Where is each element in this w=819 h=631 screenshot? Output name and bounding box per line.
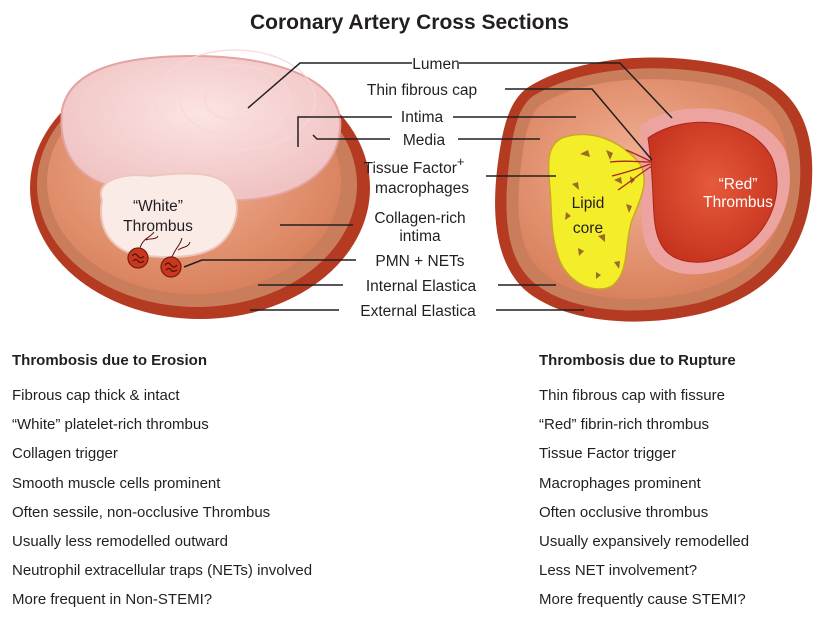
white-thrombus-label-1: “White” [133, 198, 183, 215]
lipid-core-label-1: Lipid [572, 195, 605, 212]
rupture-item: More frequently cause STEMI? [539, 591, 819, 620]
rupture-list: Thin fibrous cap with fissure “Red” fibr… [539, 387, 819, 621]
label-internal-elastica: Internal Elastica [366, 278, 477, 295]
rupture-item: Often occlusive thrombus [539, 504, 819, 533]
erosion-item: Often sessile, non-occlusive Thrombus [12, 504, 512, 533]
red-thrombus-label-1: “Red” [719, 176, 758, 193]
white-thrombus [101, 173, 237, 257]
label-external-elastica: External Elastica [360, 303, 476, 320]
white-thrombus-label-2: Thrombus [123, 218, 193, 235]
rupture-column: Thrombosis due to Rupture Thin fibrous c… [539, 352, 819, 621]
lipid-core-label-2: core [573, 220, 603, 237]
label-tissue-factor: Tissue Factor+ [364, 154, 465, 177]
rupture-item: “Red” fibrin-rich thrombus [539, 416, 819, 445]
label-lumen: Lumen [412, 56, 459, 73]
erosion-heading: Thrombosis due to Erosion [12, 352, 512, 369]
erosion-item: Fibrous cap thick & intact [12, 387, 512, 416]
left-artery: “White” Thrombus [30, 50, 370, 319]
rupture-heading: Thrombosis due to Rupture [539, 352, 819, 369]
label-pmn-nets: PMN + NETs [375, 253, 464, 270]
erosion-item: Usually less remodelled outward [12, 533, 512, 562]
label-media: Media [403, 132, 446, 149]
label-macrophages: macrophages [375, 180, 469, 197]
erosion-item: Collagen trigger [12, 445, 512, 474]
red-thrombus-label-2: Thrombus [703, 194, 773, 211]
erosion-item: “White” platelet-rich thrombus [12, 416, 512, 445]
artery-diagram: “White” Thrombus [0, 0, 819, 340]
erosion-item: More frequent in Non-STEMI? [12, 591, 512, 620]
erosion-list: Fibrous cap thick & intact “White” plate… [12, 387, 512, 621]
erosion-item: Neutrophil extracellular traps (NETs) in… [12, 562, 512, 591]
label-collagen-rich: Collagen-rich [374, 210, 465, 227]
label-thin-fibrous-cap: Thin fibrous cap [367, 82, 477, 99]
erosion-item: Smooth muscle cells prominent [12, 475, 512, 504]
right-artery: Lipid core “Red” Thrombus [495, 57, 812, 321]
label-tissue-factor-text: Tissue Factor [364, 160, 457, 177]
rupture-item: Macrophages prominent [539, 475, 819, 504]
rupture-item: Less NET involvement? [539, 562, 819, 591]
erosion-column: Thrombosis due to Erosion Fibrous cap th… [12, 352, 512, 621]
rupture-item: Tissue Factor trigger [539, 445, 819, 474]
label-tissue-factor-sup: + [457, 154, 465, 169]
rupture-item: Thin fibrous cap with fissure [539, 387, 819, 416]
label-collagen-intima: intima [399, 228, 441, 245]
label-intima: Intima [401, 109, 444, 126]
rupture-item: Usually expansively remodelled [539, 533, 819, 562]
